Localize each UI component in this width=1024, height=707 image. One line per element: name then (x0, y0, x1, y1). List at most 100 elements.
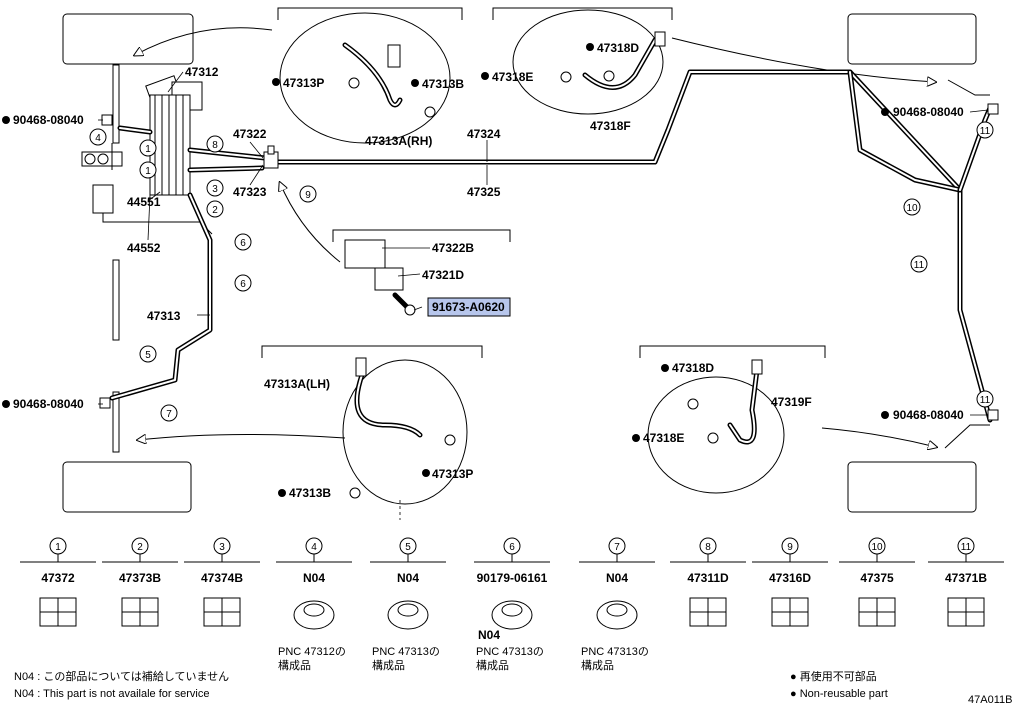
corner-box-bottom-left (62, 461, 192, 513)
detail-circle-rh-hose (279, 12, 451, 144)
nonreuse-en: ● Non-reusable part (790, 688, 888, 700)
legend-callout-number: 1 (55, 542, 61, 553)
svg-text:11: 11 (980, 395, 991, 406)
label-90468-d: 90468-08040 (893, 408, 964, 422)
label-47322: 47322 (233, 127, 267, 141)
svg-text:1: 1 (145, 144, 151, 155)
nonreuse-jp: ● 再使用不可部品 (790, 669, 877, 683)
legend-callout-number: 6 (509, 542, 515, 553)
bracket-clamp (332, 229, 511, 242)
legend-callout-number: 2 (137, 542, 143, 553)
label-47313P-top: 47313P (283, 76, 324, 90)
corner-box-bottom-right (847, 461, 977, 513)
svg-text:11: 11 (914, 260, 925, 271)
legend-note-component: 構成品 (278, 659, 311, 672)
label-47321D: 47321D (422, 268, 464, 282)
legend-note-pnc: PNC 47313の (372, 646, 440, 658)
label-47324: 47324 (467, 127, 501, 141)
detail-circle-rr-hose-top (512, 9, 664, 115)
svg-text:10: 10 (906, 203, 918, 214)
legend-part-number: N04 (397, 571, 419, 585)
legend-part-number: 90179-06161 (477, 571, 548, 585)
legend-item-9: 9 47316D (752, 537, 828, 627)
detail-circle-rr-hose-bottom (647, 376, 785, 494)
master-cylinder-assembly (81, 64, 213, 453)
label-47313B-top: 47313B (422, 77, 464, 91)
legend-note-pnc: PNC 47313の (476, 646, 544, 658)
legend-note-component: 構成品 (476, 659, 509, 672)
hose-rr-bottom (687, 359, 763, 445)
legend-note-component: 構成品 (372, 659, 405, 672)
legend-item-2: 2 47373B (102, 537, 178, 627)
legend-callout-number: 5 (405, 542, 411, 553)
corner-box-top-right (847, 13, 977, 65)
legend-part-number: N04 (303, 571, 325, 585)
svg-text:11: 11 (980, 126, 991, 137)
bracket-top-rr (492, 7, 673, 20)
svg-text:3: 3 (212, 184, 218, 195)
label-47318F: 47318F (590, 119, 631, 133)
svg-text:8: 8 (212, 140, 218, 151)
svg-text:2: 2 (212, 205, 218, 216)
label-90468-b: 90468-08040 (13, 397, 84, 411)
legend-callout-number: 3 (219, 542, 225, 553)
detail-circle-lh-hose (342, 359, 468, 505)
label-47322B: 47322B (432, 241, 474, 255)
label-90468-c: 90468-08040 (893, 105, 964, 119)
legend-part-number: 47373B (119, 571, 161, 585)
legend-callout-number: 4 (311, 542, 317, 553)
footer-note-en: N04 : This part is not availale for serv… (14, 688, 209, 700)
hose-lh (349, 357, 456, 499)
legend-part-number: 47316D (769, 571, 811, 585)
label-47323: 47323 (233, 185, 267, 199)
callouts: 4 1 1 8 3 2 6 6 5 7 9 10 11 11 11 (89, 121, 994, 422)
hose-rh (342, 42, 436, 118)
legend-part-number: 47371B (945, 571, 987, 585)
svg-text:1: 1 (145, 166, 151, 177)
legend-part-number: 47311D (687, 571, 729, 585)
legend-sub-part: N04 (478, 628, 500, 642)
legend-part-number: N04 (606, 571, 628, 585)
corner-box-top-left (62, 13, 194, 65)
label-47312: 47312 (185, 65, 219, 79)
svg-text:6: 6 (240, 238, 246, 249)
brake-lines (109, 69, 993, 449)
bracket-top-rh (277, 7, 463, 20)
legend-callout-number: 7 (614, 542, 620, 553)
label-47313A-lh: 47313A(LH) (264, 377, 330, 391)
svg-text:7: 7 (166, 409, 172, 420)
svg-text:5: 5 (145, 350, 151, 361)
label-47318D-top: 47318D (597, 41, 639, 55)
footer-note-jp: N04 : この部品については補給していません (14, 669, 229, 683)
label-47313: 47313 (147, 309, 181, 323)
bracket-bottom-rr (639, 345, 826, 358)
label-47318D-bot: 47318D (672, 361, 714, 375)
label-47313P-bot: 47313P (432, 467, 473, 481)
svg-text:4: 4 (95, 133, 101, 144)
diagram-id: 47A011B (968, 694, 1012, 706)
legend-callout-number: 9 (787, 542, 793, 553)
label-47313A-rh: 47313A(RH) (365, 134, 432, 148)
highlight-91673 (427, 297, 511, 317)
svg-text:9: 9 (305, 190, 311, 201)
svg-text:6: 6 (240, 279, 246, 290)
clamp-detail (344, 239, 416, 316)
label-47325: 47325 (467, 185, 501, 199)
legend-part-number: 47375 (860, 571, 894, 585)
label-47318E-bot: 47318E (643, 431, 684, 445)
label-47319F: 47319F (771, 395, 812, 409)
label-91673-A0620[interactable]: 91673-A0620 (432, 300, 505, 314)
bracket-bottom-lh (261, 345, 483, 358)
legend-part-number: 47374B (201, 571, 243, 585)
legend-note-pnc: PNC 47312の (278, 646, 346, 658)
